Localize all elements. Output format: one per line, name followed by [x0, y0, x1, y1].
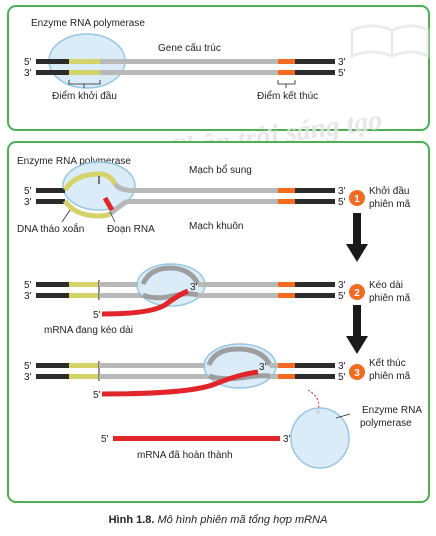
stage1-rna-segment: [102, 196, 115, 212]
completed-mrna: [113, 436, 280, 441]
gene-strand-bottom: [36, 70, 335, 75]
stage1-dna: [36, 171, 335, 219]
mrna-elongating-label: mRNA đang kéo dài: [44, 325, 133, 336]
figure-title: Mô hình phiên mã tổng hợp mRNA: [157, 514, 328, 526]
s1-strand1-5prime: 5': [24, 186, 32, 197]
stage2-number-circle: [349, 284, 365, 300]
stage2-label-line1: Kéo dài: [369, 280, 403, 291]
gene-label: Gene cấu trúc: [158, 42, 221, 54]
stage1-label-line2: phiên mã: [369, 199, 411, 210]
stage3-label-line2: phiên mã: [369, 371, 411, 382]
stage2-to-stage3-arrow: [346, 305, 368, 354]
s3-strand2-3prime: 3': [24, 372, 32, 383]
watermark-book-icon: [350, 24, 430, 59]
stage1-enzyme-label: Enzyme RNA polymerase: [17, 156, 131, 167]
s2-mrna-5prime: 5': [93, 310, 101, 321]
s2-strand1-5prime: 5': [24, 280, 32, 291]
top-strand1-3prime: 3': [338, 57, 346, 68]
released-enzyme-label-line2: polymerase: [360, 418, 412, 429]
s3-mrna-3prime: 3': [259, 362, 267, 373]
s3-strand1-3prime: 3': [338, 361, 346, 372]
stage1-number-circle: [349, 190, 365, 206]
s2-strand2-3prime: 3': [24, 291, 32, 302]
coding-strand-label: Mạch bổ sung: [189, 164, 252, 176]
completed-mrna-3prime: 3': [283, 434, 291, 445]
unwound-dna-label: DNA tháo xoắn: [17, 222, 84, 235]
s3-strand1-5prime: 5': [24, 361, 32, 372]
rna-segment-label: Đoạn RNA: [107, 224, 155, 235]
released-enzyme: [290, 407, 350, 469]
stage3-number-circle: [349, 364, 365, 380]
top-strand1-5prime: 5': [24, 57, 32, 68]
start-point-label: Điểm khởi đầu: [52, 90, 117, 102]
s1-strand2-3prime: 3': [24, 197, 32, 208]
completed-mrna-5prime: 5': [101, 434, 109, 445]
template-strand-label: Mạch khuôn: [189, 221, 243, 232]
stage3-label-line1: Kết thúc: [369, 357, 406, 369]
stage3-mrna: [101, 369, 259, 397]
s1-strand1-3prime: 3': [338, 186, 346, 197]
s3-strand2-5prime: 5': [338, 372, 346, 383]
stage3-number: 3: [354, 368, 360, 379]
top-panel: [7, 5, 430, 131]
s2-mrna-3prime: 3': [190, 282, 198, 293]
stage1-number: 1: [354, 194, 360, 205]
stage1-to-stage2-arrow: [346, 213, 368, 262]
s2-strand2-5prime: 5': [338, 291, 346, 302]
stage3-dna: [36, 361, 209, 381]
stage1-enzyme: [62, 161, 136, 211]
stage2-dna: [36, 280, 143, 300]
stage1-label-line1: Khởi đầu: [369, 185, 409, 197]
stage2-mrna: [101, 288, 189, 317]
released-enzyme-label-line1: Enzyme RNA: [362, 405, 422, 416]
figure-number: Hình 1.8.: [108, 514, 155, 526]
top-enzyme-label: Enzyme RNA polymerase: [31, 18, 145, 29]
stage2-number: 2: [354, 288, 360, 299]
start-point-bracket: [68, 80, 101, 85]
figure-caption: Hình 1.8. Mô hình phiên mã tổng hợp mRNA: [0, 514, 436, 526]
end-point-label: Điểm kết thúc: [257, 90, 318, 102]
end-point-bracket: [277, 80, 296, 85]
top-strand2-5prime: 5': [338, 68, 346, 79]
s3-mrna-5prime: 5': [93, 390, 101, 401]
mrna-complete-label: mRNA đã hoàn thành: [137, 450, 233, 461]
stage2-label-line2: phiên mã: [369, 293, 411, 304]
s1-strand2-5prime: 5': [338, 197, 346, 208]
top-strand2-3prime: 3': [24, 68, 32, 79]
s2-strand1-3prime: 3': [338, 280, 346, 291]
stage2-bubble: [140, 265, 335, 301]
gene-strand-top: [36, 59, 335, 64]
